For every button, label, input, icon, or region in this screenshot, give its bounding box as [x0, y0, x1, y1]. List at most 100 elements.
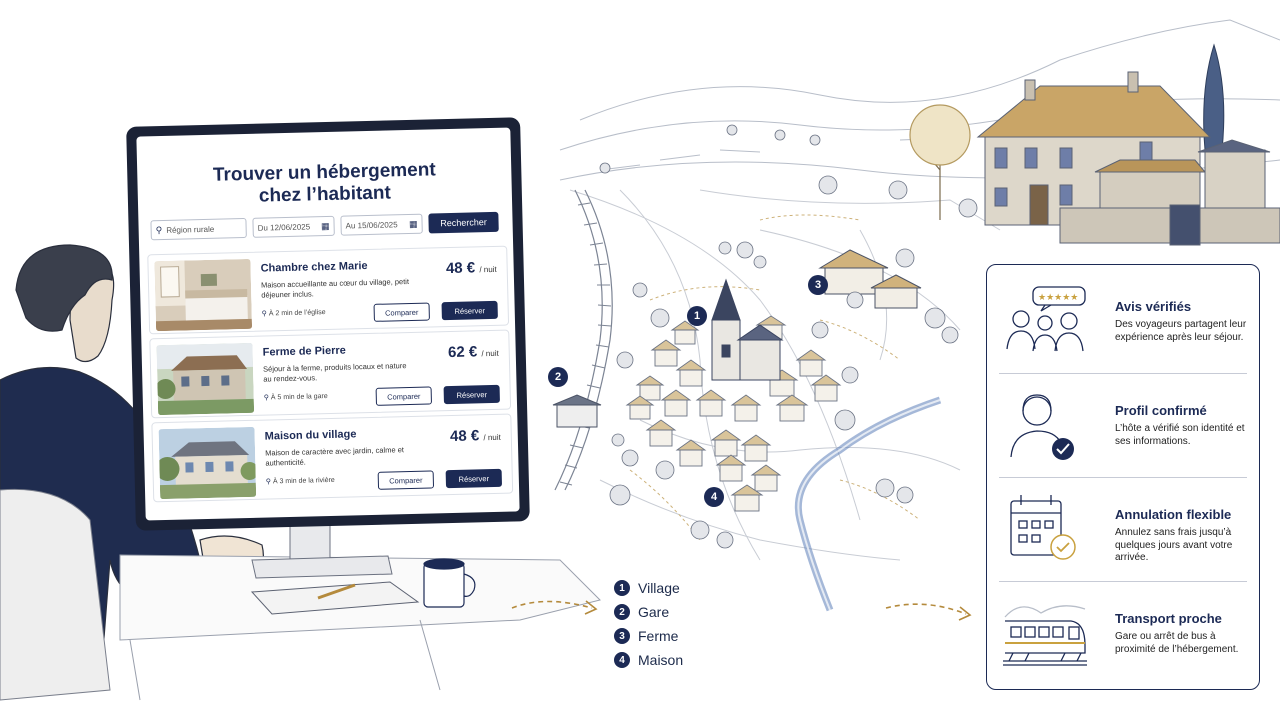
- search-bar: ⚲ Région rurale Du 12/06/2025 ▦ Au 15/06…: [150, 211, 502, 243]
- price-value: 48 €: [449, 427, 480, 446]
- price-value: 48 €: [445, 259, 476, 278]
- legend-label: Maison: [638, 652, 684, 668]
- legend-label: Gare: [638, 604, 670, 620]
- monitor-screen: Trouver un hébergement chez l’habitant ⚲…: [126, 117, 530, 531]
- station: [552, 394, 602, 428]
- feature-verified-profile: Profil confirmé L’hôte a vérifié son ide…: [987, 373, 1259, 475]
- legend-label: Village: [638, 580, 680, 596]
- listing-description: Séjour à la ferme, produits locaux et na…: [262, 361, 407, 384]
- features-panel: ★★★★★ Avis vérifiés Des voyageurs partag…: [986, 264, 1260, 690]
- feature-title: Profil confirmé: [1115, 403, 1207, 418]
- compare-button[interactable]: Comparer: [377, 470, 435, 490]
- search-button[interactable]: Rechercher: [428, 211, 499, 234]
- book-button[interactable]: Réserver: [443, 384, 500, 405]
- railway-ties: [559, 202, 612, 486]
- autumn-tree: [909, 104, 971, 220]
- listing-distance-text: À 5 min de la gare: [270, 393, 328, 402]
- feature-flexible-cancellation: Annulation flexible Annulez sans frais j…: [987, 477, 1259, 579]
- listing-name[interactable]: Ferme de Pierre: [262, 344, 346, 359]
- listing-price: 62 € / nuit: [448, 343, 499, 361]
- date-to-value: Au 15/06/2025: [345, 219, 398, 231]
- legend-number: 4: [614, 652, 630, 668]
- feature-description: Des voyageurs partagent leur expérience …: [1115, 319, 1247, 343]
- calendar-icon: ▦: [408, 218, 418, 229]
- verified-profile-icon: [1010, 394, 1074, 460]
- listing-name[interactable]: Chambre chez Marie: [260, 260, 368, 275]
- calendar-icon: [1010, 495, 1076, 560]
- feature-description: L’hôte a vérifié son identité et ses inf…: [1115, 423, 1245, 447]
- notebook: [250, 581, 420, 615]
- listing-card[interactable]: Chambre chez Marie Maison accueillante a…: [147, 245, 510, 335]
- listing-card[interactable]: Ferme de Pierre Séjour à la ferme, produ…: [149, 329, 512, 419]
- map-marker-station[interactable]: 2: [548, 367, 568, 387]
- feature-description: Annulez sans frais jusqu’à quelques jour…: [1115, 527, 1233, 563]
- feature-nearby-transport: Transport proche Gare ou arrêt de bus à …: [987, 581, 1259, 683]
- date-from-input[interactable]: Du 12/06/2025 ▦: [252, 215, 335, 238]
- listing-distance: ⚲ À 2 min de l’église: [262, 308, 326, 318]
- legend-item-farm: 3 Ferme: [614, 624, 683, 648]
- coffee-mug: [423, 558, 476, 608]
- region-value: Région rurale: [166, 224, 215, 235]
- feature-title: Avis vérifiés: [1115, 299, 1192, 314]
- railway: [554, 189, 613, 491]
- price-unit: / nuit: [483, 432, 501, 443]
- legend-number: 2: [614, 604, 630, 620]
- book-button[interactable]: Réserver: [445, 468, 503, 489]
- date-to-input[interactable]: Au 15/06/2025 ▦: [340, 213, 423, 236]
- date-from-value: Du 12/06/2025: [257, 221, 311, 233]
- listing-description: Maison accueillante au cœur du village, …: [260, 277, 410, 300]
- location-pin-icon: ⚲: [263, 394, 270, 402]
- listing-name[interactable]: Maison du village: [264, 428, 357, 443]
- legend-number: 1: [614, 580, 630, 596]
- price-value: 62 €: [447, 343, 478, 362]
- stone-house: [976, 71, 1280, 246]
- fields-sketch: [569, 189, 1001, 561]
- compare-button[interactable]: Comparer: [375, 386, 432, 406]
- listing-price: 48 € / nuit: [450, 427, 501, 445]
- feature-title: Annulation flexible: [1115, 507, 1232, 522]
- feature-reviews: ★★★★★ Avis vérifiés Des voyageurs partag…: [987, 269, 1259, 371]
- booking-app: Trouver un hébergement chez l’habitant ⚲…: [136, 127, 520, 521]
- legend-item-station: 2 Gare: [614, 600, 683, 624]
- location-pin-icon: ⚲: [261, 310, 267, 318]
- train-icon: [1003, 605, 1087, 666]
- legend-item-house: 4 Maison: [614, 648, 683, 672]
- svg-text:★★★★★: ★★★★★: [1038, 293, 1078, 303]
- map-legend: 1 Village 2 Gare 3 Ferme 4 Maison: [614, 576, 683, 672]
- listing-price: 48 € / nuit: [446, 259, 497, 277]
- listing-distance: ⚲ À 3 min de la rivière: [266, 476, 335, 486]
- listings-list: Chambre chez Marie Maison accueillante a…: [147, 245, 514, 507]
- map-marker-house[interactable]: 4: [704, 487, 724, 507]
- listing-photo-farmhouse: [156, 342, 255, 416]
- price-unit: / nuit: [481, 348, 499, 359]
- map-marker-village[interactable]: 1: [687, 306, 707, 326]
- calendar-icon: ▦: [320, 220, 330, 231]
- feature-description: Gare ou arrêt de bus à proximité de l’hé…: [1115, 631, 1239, 655]
- location-pin-icon: ⚲: [265, 478, 272, 486]
- book-button[interactable]: Réserver: [441, 300, 498, 321]
- legend-label: Ferme: [638, 628, 679, 644]
- legend-number: 3: [614, 628, 630, 644]
- listing-card[interactable]: Maison du village Maison de caractère av…: [151, 413, 514, 503]
- listing-photo-village-house: [158, 426, 257, 500]
- location-pin-icon: ⚲: [155, 224, 163, 235]
- listing-distance-text: À 2 min de l’église: [268, 309, 326, 318]
- listing-distance: ⚲ À 5 min de la gare: [264, 392, 328, 402]
- reviews-icon: ★★★★★: [1006, 286, 1086, 352]
- village-houses: [625, 315, 842, 512]
- listing-description: Maison de caractère avec jardin, calme e…: [265, 445, 405, 468]
- feature-title: Transport proche: [1115, 611, 1222, 626]
- legend-item-village: 1 Village: [614, 576, 683, 600]
- region-input[interactable]: ⚲ Région rurale: [150, 217, 247, 241]
- compare-button[interactable]: Comparer: [373, 302, 430, 322]
- page-title: Trouver un hébergement chez l’habitant: [137, 157, 512, 210]
- dashed-arrows: [511, 600, 967, 615]
- listing-photo-bedroom: [154, 258, 253, 332]
- chair: [0, 488, 111, 701]
- listing-distance-text: À 3 min de la rivière: [272, 476, 335, 486]
- church: [711, 278, 784, 381]
- desk: [119, 554, 601, 701]
- price-unit: / nuit: [479, 264, 497, 275]
- map-marker-farm[interactable]: 3: [808, 275, 828, 295]
